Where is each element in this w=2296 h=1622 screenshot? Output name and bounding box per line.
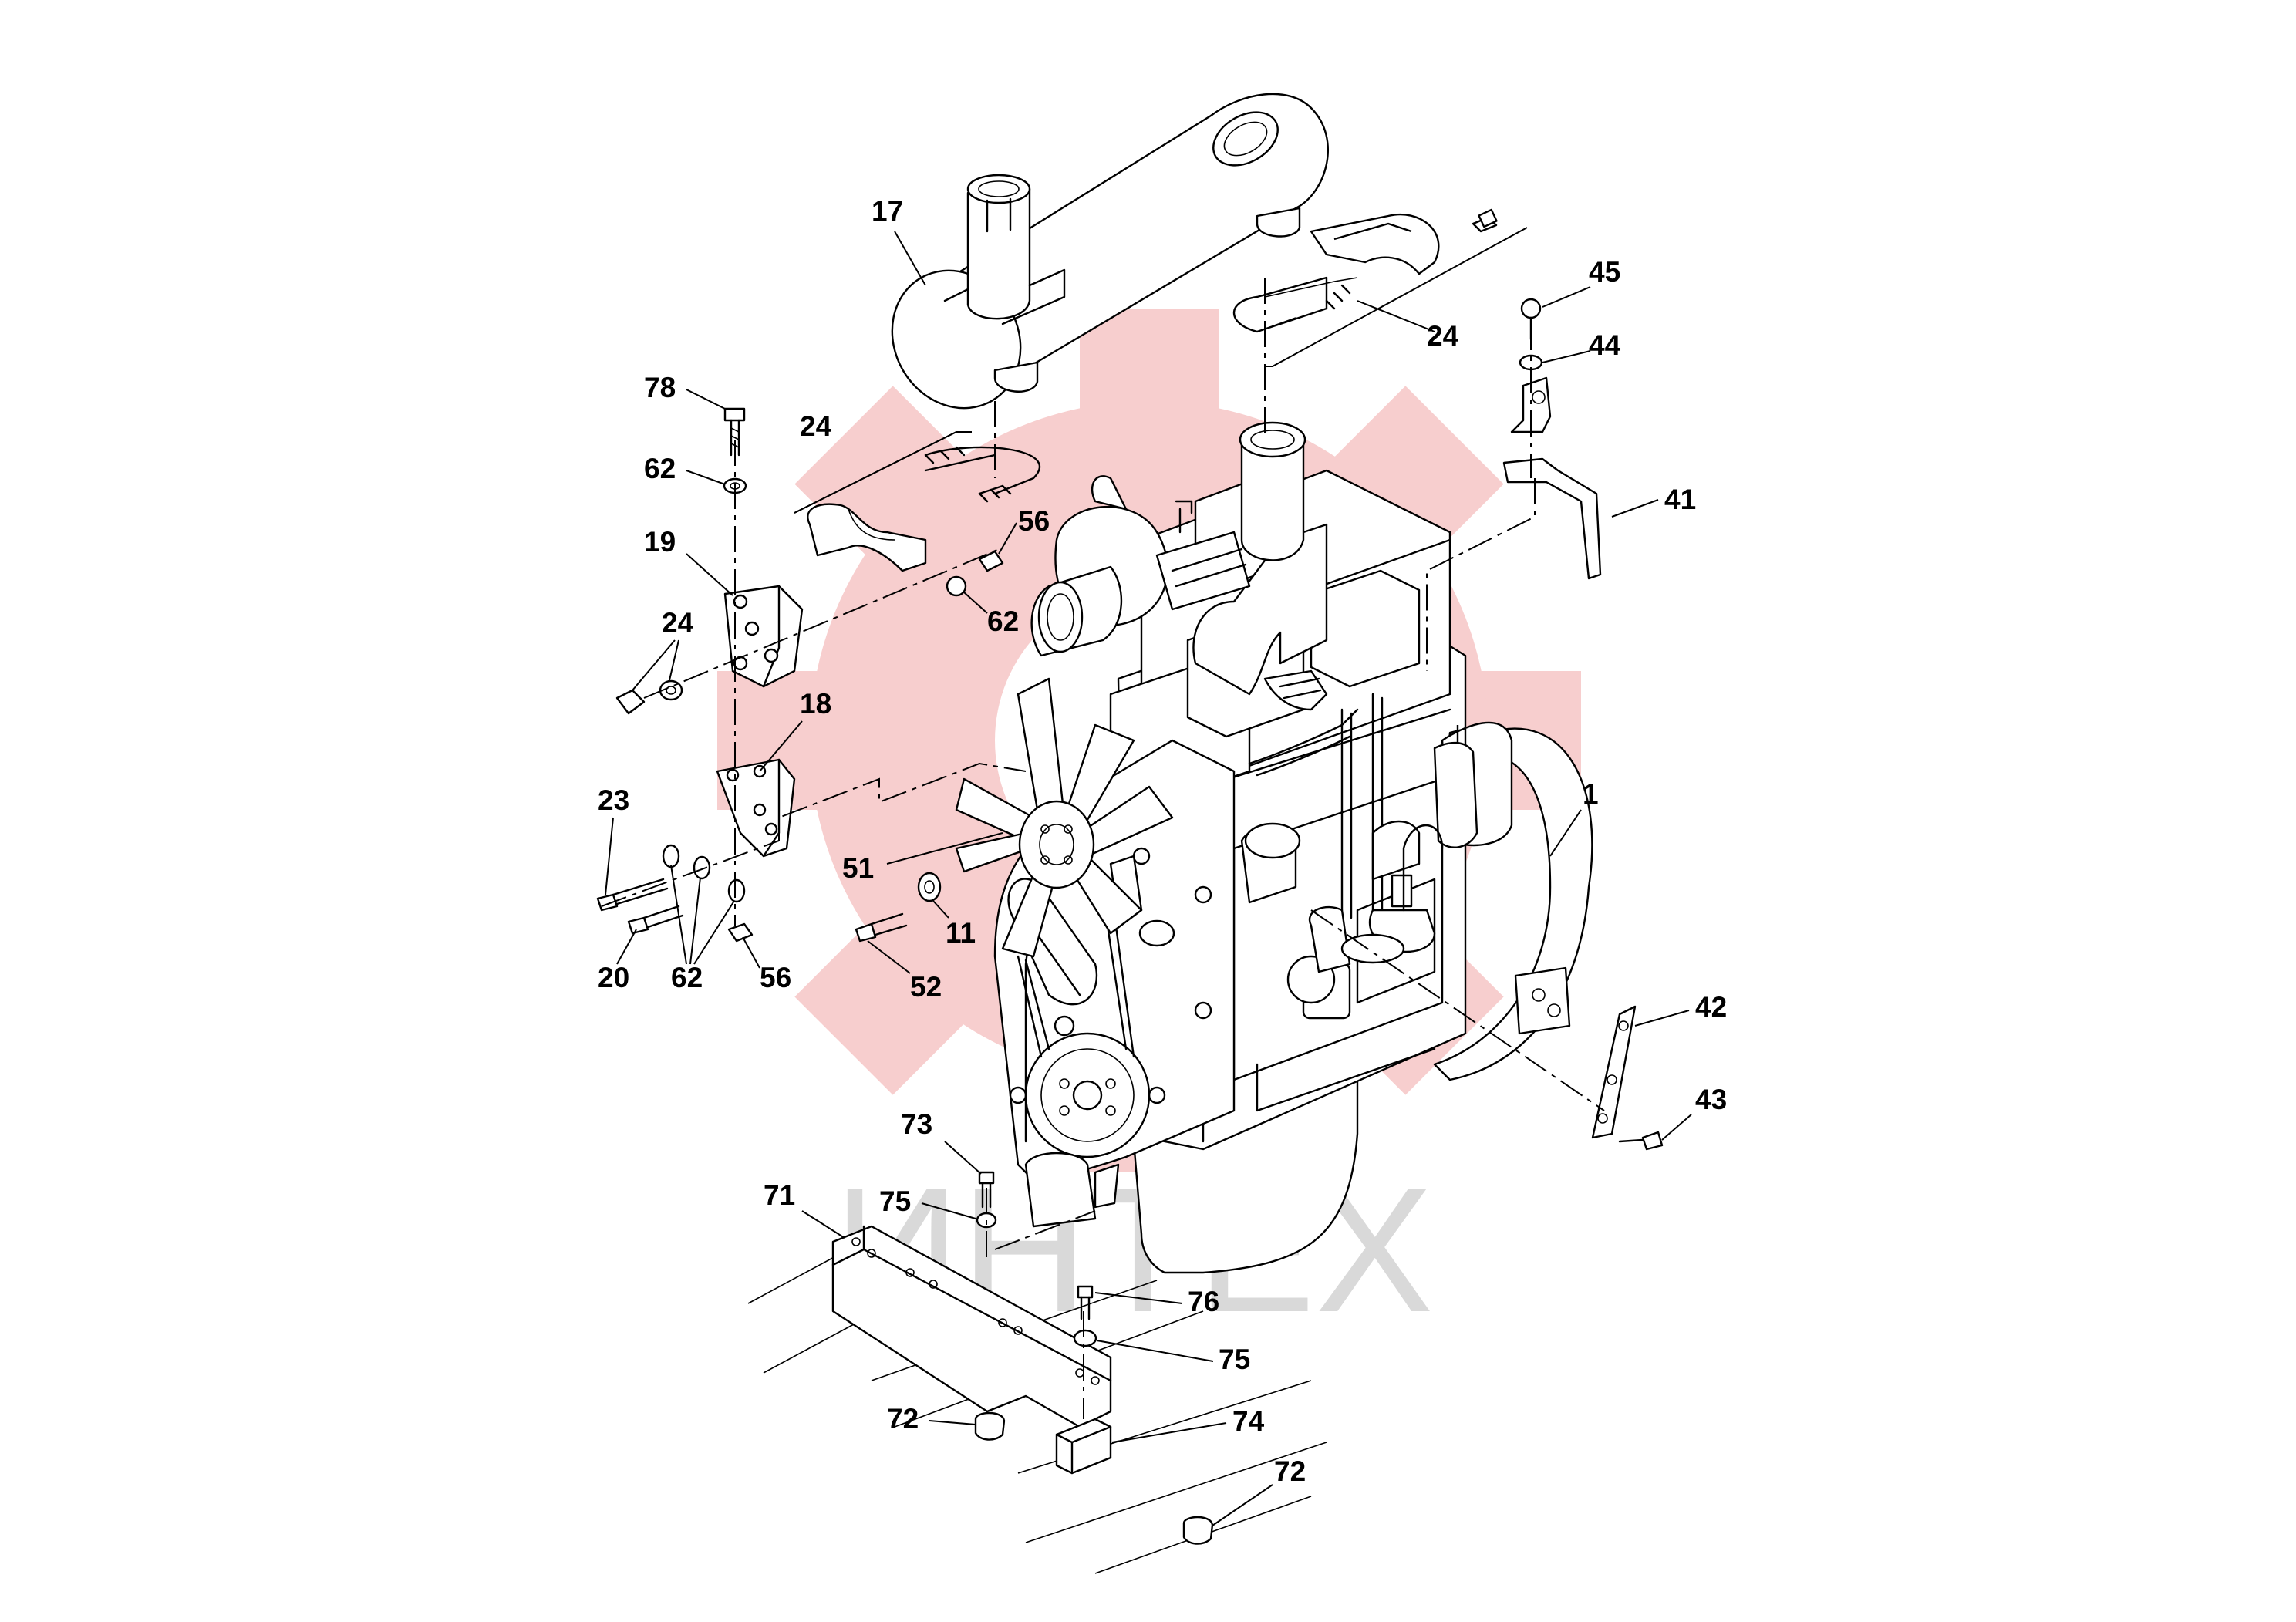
rear-mount-fasteners	[974, 1285, 1214, 1545]
front-mount	[976, 1152, 1120, 1257]
side-bracket-assembly	[1310, 909, 1664, 1151]
label-17: 17	[872, 195, 903, 227]
label-78: 78	[644, 372, 676, 403]
part-labels: 17 45 44 24 41 78 62 24 56 62 19 24 18 2…	[598, 195, 1727, 1526]
label-56-mid: 56	[1018, 505, 1050, 537]
label-41: 41	[1664, 484, 1696, 515]
label-72-right: 72	[1274, 1455, 1306, 1487]
label-23: 23	[598, 784, 629, 816]
muffler	[891, 93, 1329, 410]
label-62-mid: 62	[987, 605, 1019, 637]
left-bracket-assembly	[596, 407, 1027, 943]
label-1: 1	[1583, 778, 1599, 810]
label-24-mid: 24	[800, 410, 832, 442]
label-71: 71	[764, 1179, 795, 1211]
label-62-top: 62	[644, 453, 676, 484]
label-62-low: 62	[671, 962, 703, 993]
engine-assembly	[955, 421, 1593, 1274]
cooling-fan	[955, 677, 1174, 958]
label-56-low: 56	[760, 962, 791, 993]
label-43: 43	[1695, 1084, 1727, 1115]
label-75-upper: 75	[879, 1185, 911, 1217]
label-19: 19	[644, 526, 676, 558]
label-24-top: 24	[1427, 320, 1459, 352]
label-20: 20	[598, 962, 629, 993]
label-52: 52	[910, 971, 942, 1003]
label-42: 42	[1695, 991, 1727, 1023]
label-74: 74	[1232, 1405, 1265, 1437]
label-72-left: 72	[887, 1403, 919, 1435]
label-76: 76	[1188, 1286, 1219, 1317]
label-75-lower: 75	[1219, 1344, 1250, 1375]
right-bracket-assembly	[1426, 298, 1602, 671]
label-24-left: 24	[662, 607, 694, 639]
label-51: 51	[842, 852, 874, 884]
mid-clamp-assembly	[794, 401, 1041, 597]
fan-fasteners	[855, 872, 942, 943]
label-11: 11	[946, 917, 976, 949]
label-44: 44	[1589, 329, 1621, 361]
label-18: 18	[800, 688, 831, 720]
label-73: 73	[901, 1108, 932, 1140]
label-45: 45	[1589, 256, 1620, 288]
upper-clamp-assembly	[1233, 208, 1528, 440]
